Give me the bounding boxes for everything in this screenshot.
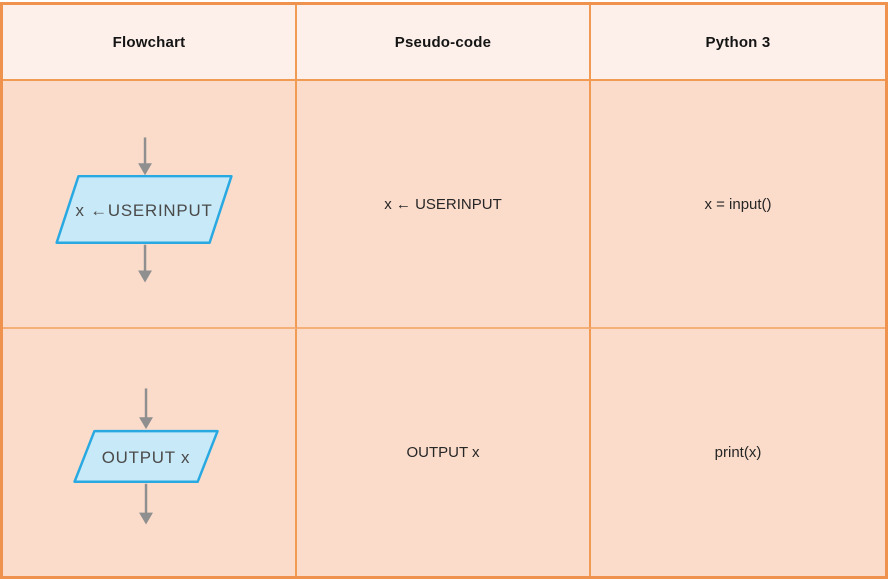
header-label-pseudocode: Pseudo-code xyxy=(394,33,492,51)
io-shape-label: OUTPUT x xyxy=(102,448,191,467)
python-cell-input: x = input() xyxy=(591,81,885,329)
header-cell-pseudocode: Pseudo-code xyxy=(297,5,591,81)
python-text: print(x) xyxy=(714,444,762,461)
header-label-python: Python 3 xyxy=(705,33,771,51)
parallelogram-io-shape: OUTPUT x xyxy=(73,429,219,484)
python-cell-output: print(x) xyxy=(591,329,885,576)
arrow-down-icon xyxy=(138,244,152,283)
flowchart-cell-input: x ←USERINPUT xyxy=(3,81,297,329)
header-label-flowchart: Flowchart xyxy=(112,33,186,51)
header-cell-python: Python 3 xyxy=(591,5,885,81)
io-shape-label: x ←USERINPUT xyxy=(76,201,213,220)
input-flowchart-diagram: x ←USERINPUT xyxy=(55,137,233,283)
python-text: x = input() xyxy=(704,195,772,213)
pseudocode-text: OUTPUT x xyxy=(406,444,480,461)
pseudocode-cell-input: x ← USERINPUT xyxy=(297,81,591,329)
header-cell-flowchart: Flowchart xyxy=(3,5,297,81)
pseudocode-text: x ← USERINPUT xyxy=(384,195,502,213)
arrow-down-icon xyxy=(139,388,153,430)
arrow-down-icon xyxy=(139,483,153,525)
flowchart-cell-output: OUTPUT x xyxy=(3,329,297,576)
arrow-down-icon xyxy=(138,137,152,176)
output-flowchart-diagram: OUTPUT x xyxy=(73,388,219,525)
pseudocode-cell-output: OUTPUT x xyxy=(297,329,591,576)
parallelogram-io-shape: x ←USERINPUT xyxy=(55,174,233,244)
